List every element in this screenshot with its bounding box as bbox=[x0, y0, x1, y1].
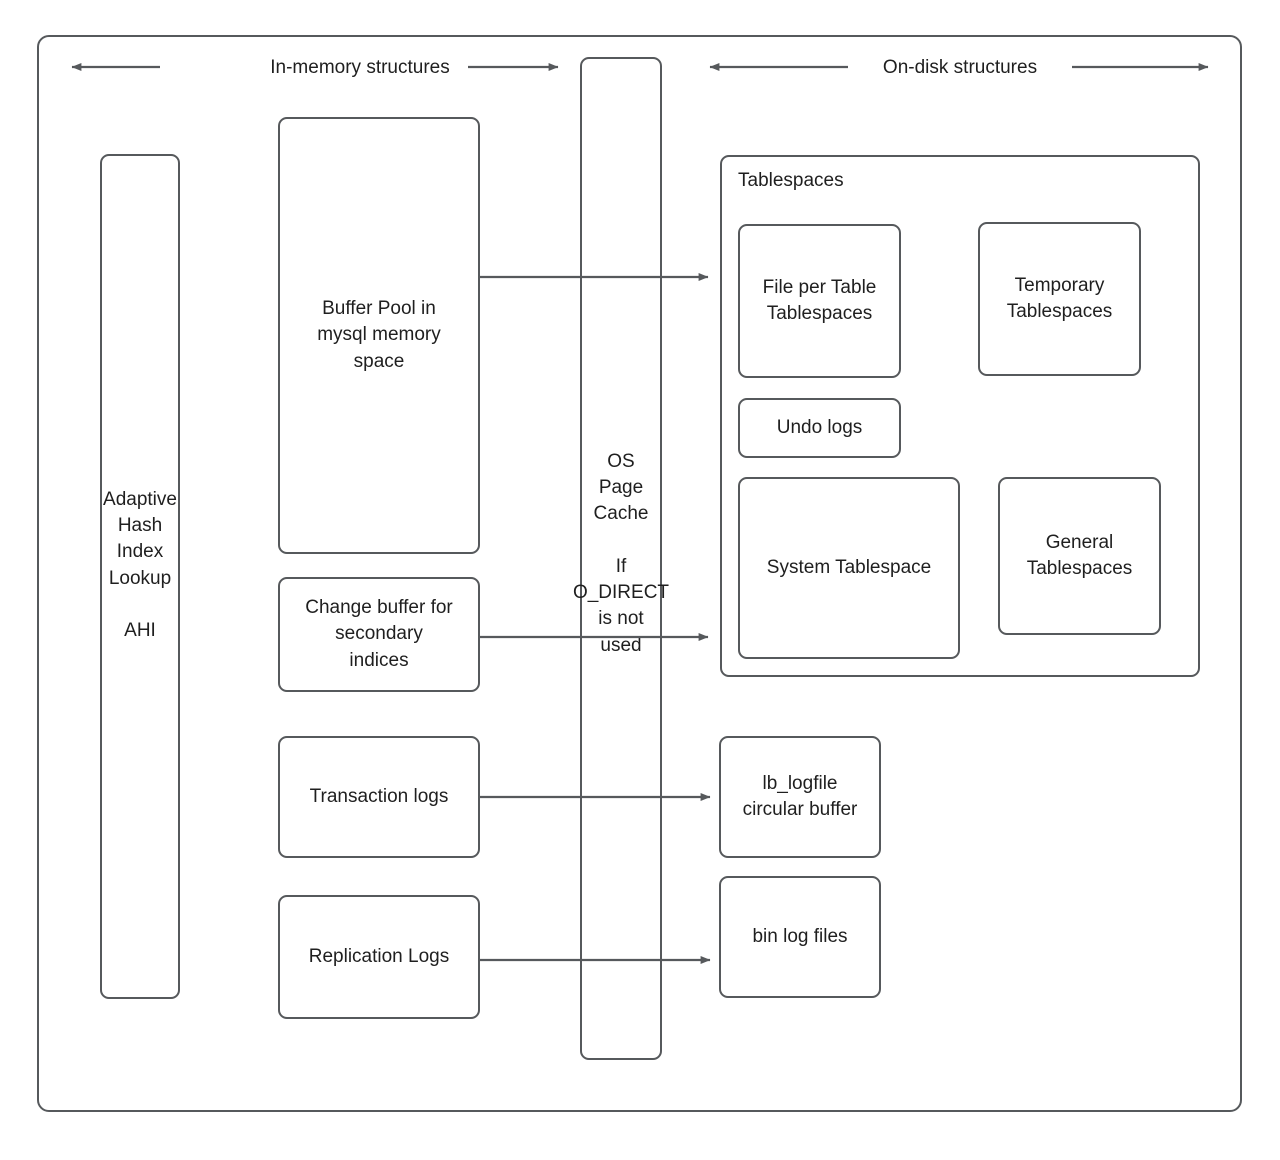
node-temporary-tablespaces[interactable]: Temporary Tablespaces bbox=[978, 222, 1141, 376]
node-general-tablespaces[interactable]: General Tablespaces bbox=[998, 477, 1161, 635]
node-transaction-logs[interactable]: Transaction logs bbox=[278, 736, 480, 858]
node-file-per-table-tablespaces[interactable]: File per Table Tablespaces bbox=[738, 224, 901, 378]
on-disk-structures-label: On-disk structures bbox=[882, 57, 1038, 78]
node-replication-logs[interactable]: Replication Logs bbox=[278, 895, 480, 1019]
node-bin-log-files[interactable]: bin log files bbox=[719, 876, 881, 998]
node-buffer-pool[interactable]: Buffer Pool in mysql memory space bbox=[278, 117, 480, 554]
node-system-tablespace[interactable]: System Tablespace bbox=[738, 477, 960, 659]
outer-frame bbox=[37, 35, 1242, 1112]
in-memory-structures-label: In-memory structures bbox=[270, 57, 450, 78]
node-lb-logfile[interactable]: lb_logfile circular buffer bbox=[719, 736, 881, 858]
node-os-page-cache[interactable] bbox=[580, 57, 662, 1060]
node-change-buffer[interactable]: Change buffer for secondary indices bbox=[278, 577, 480, 692]
node-undo-logs[interactable]: Undo logs bbox=[738, 398, 901, 458]
node-adaptive-hash-index[interactable] bbox=[100, 154, 180, 999]
